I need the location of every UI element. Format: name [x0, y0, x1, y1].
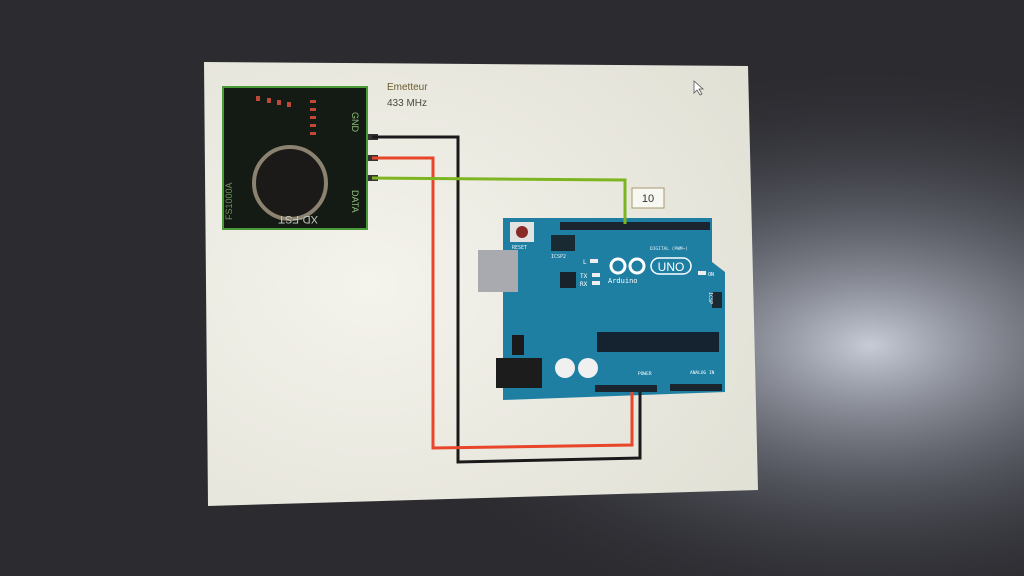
icsp-label: ICSP	[707, 292, 713, 304]
power-jack	[496, 358, 542, 388]
gnd-pin-label: GND	[350, 112, 360, 133]
analog-label: ANALOG IN	[690, 370, 715, 376]
arduino-logo-icon	[609, 257, 646, 275]
mouse-cursor-icon	[693, 80, 705, 96]
module-brand: XD-FST	[278, 213, 318, 225]
icsp2-label: ICSP2	[551, 254, 566, 260]
brand-label: Arduino	[608, 277, 638, 285]
arduino-uno-board: RESET ICSP2 DIGITAL (PWM~) L TX RX UNO A…	[478, 218, 725, 400]
power-label: POWER	[638, 371, 652, 377]
digital-label: DIGITAL (PWM~)	[650, 246, 688, 252]
pin-number-box	[631, 187, 665, 209]
usb-port	[478, 250, 518, 292]
model-label: UNO	[658, 260, 685, 274]
led-l-label: L	[583, 259, 587, 266]
rf-transmitter-module: GND DATA FS1000A XD-FST	[222, 86, 378, 230]
module-code: FS1000A	[224, 182, 234, 220]
transmitter-frequency: 433 MHz	[387, 98, 427, 109]
on-label: ON	[708, 272, 714, 278]
microcontroller	[597, 332, 719, 352]
crystal-oscillator	[252, 145, 328, 221]
led-rx-label: RX	[580, 281, 588, 288]
wire-vcc	[372, 156, 634, 450]
pin-number-label: 10	[642, 193, 654, 205]
digital-header	[560, 222, 710, 230]
wire-gnd	[372, 135, 642, 464]
transmitter-title: Emetteur	[387, 82, 428, 93]
reset-label: RESET	[512, 245, 527, 251]
icsp2-header	[551, 235, 575, 251]
led-tx-label: TX	[580, 273, 588, 280]
power-header	[595, 385, 657, 392]
wire-data	[371, 176, 627, 224]
icsp-header	[712, 292, 722, 308]
analog-header	[670, 384, 722, 391]
data-pin-label: DATA	[350, 190, 360, 213]
chip	[560, 272, 576, 288]
